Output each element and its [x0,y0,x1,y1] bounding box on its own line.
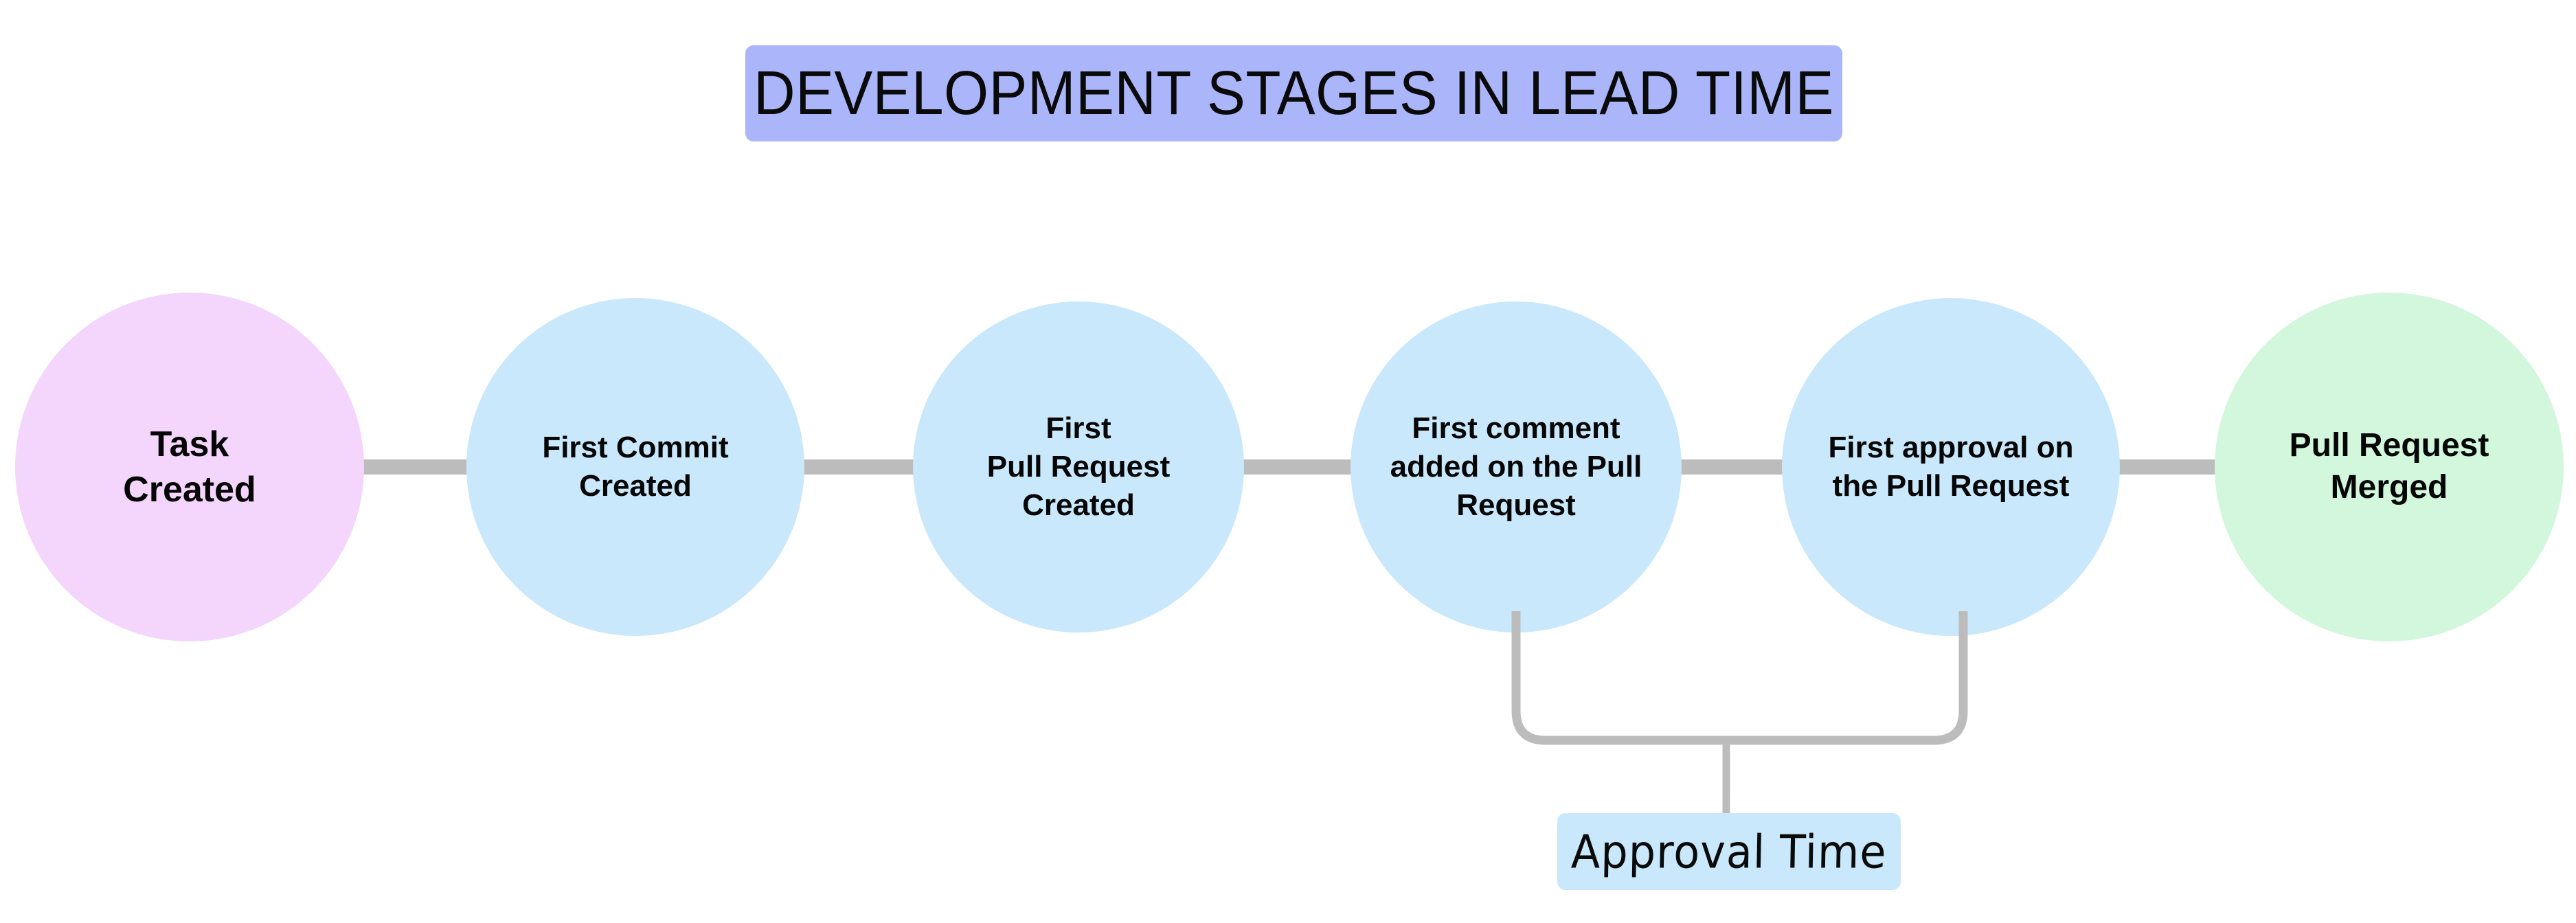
page-title: DEVELOPMENT STAGES IN LEAD TIME [754,59,1834,128]
stage-label: First Pull Request Created [986,411,1171,522]
stage-label: Task Created [123,424,256,510]
stage-node-first-pull-request-created[interactable]: First Pull Request Created [913,301,1244,633]
stage-node-first-approval-on-pull-request[interactable]: First approval on the Pull Request [1782,298,2120,636]
stage-label: First Commit Created [542,431,729,503]
stage-label: Pull Request Merged [2289,427,2489,505]
diagram-title-banner: DEVELOPMENT STAGES IN LEAD TIME [745,45,1842,141]
stage-node-first-commit-created[interactable]: First Commit Created [466,298,804,636]
approval-time-callout[interactable]: Approval Time [1557,813,1901,890]
approval-time-bracket [1511,611,1968,817]
stage-node-task-created[interactable]: Task Created [15,293,364,641]
stage-node-pull-request-merged[interactable]: Pull Request Merged [2215,293,2564,641]
stage-label: First approval on the Pull Request [1828,431,2074,503]
bracket-path [1511,611,1968,745]
stage-node-first-comment-on-pull-request[interactable]: First comment added on the Pull Request [1351,301,1682,633]
stage-label: First comment added on the Pull Request [1390,411,1642,522]
approval-time-label: Approval Time [1570,824,1888,879]
